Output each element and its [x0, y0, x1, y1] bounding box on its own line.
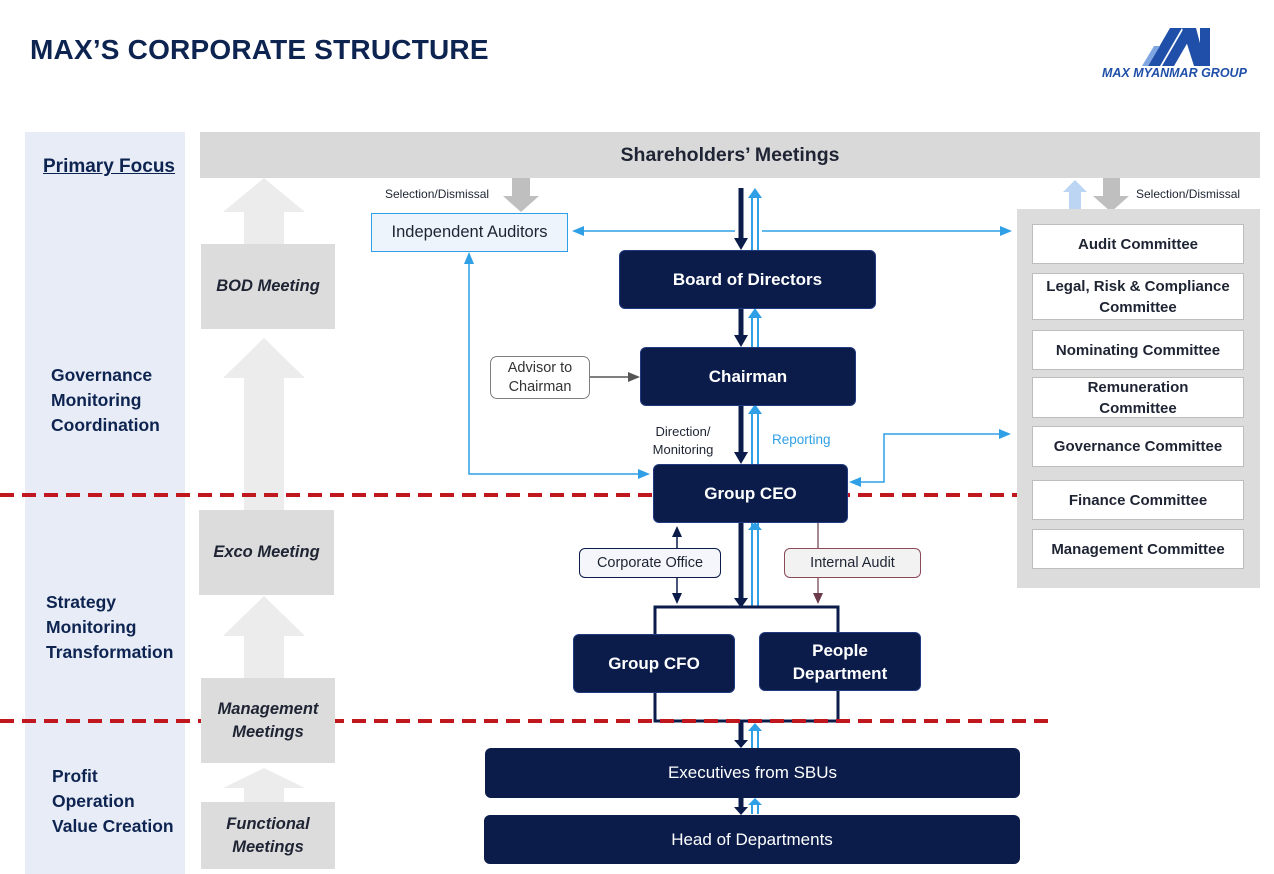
up-arrow-icon: [223, 178, 305, 244]
management-committee-box: Management Committee: [1032, 529, 1244, 569]
functional-meetings-box: Functional Meetings: [201, 802, 335, 869]
committee-line: Committee: [1099, 298, 1177, 316]
audit-committee-box: Audit Committee: [1032, 224, 1244, 264]
finance-committee-box: Finance Committee: [1032, 480, 1244, 520]
internal-audit-box: Internal Audit: [784, 548, 921, 578]
advisor-line: Advisor to: [507, 359, 573, 376]
focus-line: Monitoring: [51, 390, 142, 410]
exco-meeting-box: Exco Meeting: [199, 510, 334, 595]
focus-line: Operation: [52, 791, 135, 811]
down-arrow-icon: [503, 178, 539, 212]
down-arrow-icon: [1093, 178, 1129, 212]
bod-meeting-box: BOD Meeting: [201, 244, 335, 329]
primary-focus-heading: Primary Focus: [43, 156, 175, 177]
board-of-directors-box: Board of Directors: [619, 250, 876, 309]
meeting-line: Functional: [226, 814, 310, 833]
committee-line: Committee: [1099, 399, 1177, 417]
logo-text: MAX MYANMAR GROUP: [1102, 66, 1247, 80]
committee-line: Remuneration: [1087, 378, 1189, 396]
committee-line: Audit Committee: [1078, 235, 1198, 253]
group-ceo-box: Group CEO: [653, 464, 848, 523]
selection-dismissal-label-left: Selection/Dismissal: [385, 187, 490, 201]
focus-line: Governance: [51, 365, 153, 385]
selection-dismissal-label-right: Selection/Dismissal: [1136, 187, 1241, 201]
strategy-focus: Strategy Monitoring Transformation: [46, 590, 173, 665]
meeting-line: Management: [217, 699, 319, 718]
max-logo-icon: [1142, 28, 1210, 66]
direction-line: Direction/: [655, 424, 711, 439]
focus-line: Coordination: [51, 415, 160, 435]
committee-line: Management Committee: [1051, 540, 1225, 558]
committee-line: Finance Committee: [1068, 491, 1208, 509]
meeting-line: Meetings: [232, 722, 304, 741]
people-line: People: [812, 640, 868, 660]
reporting-label: Reporting: [772, 432, 831, 447]
management-meetings-box: Management Meetings: [201, 678, 335, 763]
independent-auditors-box: Independent Auditors: [371, 213, 568, 252]
governance-committee-box: Governance Committee: [1032, 426, 1244, 467]
executives-from-sbus-box: Executives from SBUs: [485, 748, 1020, 798]
legal-risk-compliance-committee-box: Legal, Risk & Compliance Committee: [1032, 273, 1244, 320]
direction-monitoring-label: Direction/ Monitoring: [648, 423, 718, 459]
up-arrow-icon: [223, 596, 305, 678]
corporate-office-box: Corporate Office: [579, 548, 721, 578]
focus-line: Transformation: [46, 642, 174, 662]
focus-line: Monitoring: [46, 617, 137, 637]
profit-focus: Profit Operation Value Creation: [52, 764, 174, 839]
primary-focus-column: [25, 132, 185, 874]
group-cfo-box: Group CFO: [573, 634, 735, 693]
people-line: Department: [792, 663, 888, 683]
up-arrow-icon: [223, 338, 305, 510]
head-of-departments-box: Head of Departments: [484, 815, 1020, 864]
focus-line: Value Creation: [52, 816, 174, 836]
meeting-line: Meetings: [232, 837, 304, 856]
focus-line: Profit: [52, 766, 98, 786]
direction-line: Monitoring: [652, 442, 714, 457]
page-title: MAX’S CORPORATE STRUCTURE: [30, 34, 489, 65]
committee-line: Legal, Risk & Compliance: [1046, 277, 1230, 295]
nominating-committee-box: Nominating Committee: [1032, 330, 1244, 370]
up-arrow-icon: [223, 768, 305, 802]
advisor-line: Chairman: [508, 378, 572, 395]
committee-line: Nominating Committee: [1055, 341, 1221, 359]
chairman-box: Chairman: [640, 347, 856, 406]
advisor-to-chairman-box: Advisor to Chairman: [490, 356, 590, 399]
committee-line: Governance Committee: [1053, 438, 1223, 455]
shareholders-meetings-bar: Shareholders’ Meetings: [200, 132, 1260, 178]
people-department-box: People Department: [759, 632, 921, 691]
remuneration-committee-box: Remuneration Committee: [1032, 377, 1244, 418]
focus-line: Strategy: [46, 592, 117, 612]
up-arrow-icon: [1063, 180, 1087, 212]
governance-focus: Governance Monitoring Coordination: [51, 363, 160, 438]
